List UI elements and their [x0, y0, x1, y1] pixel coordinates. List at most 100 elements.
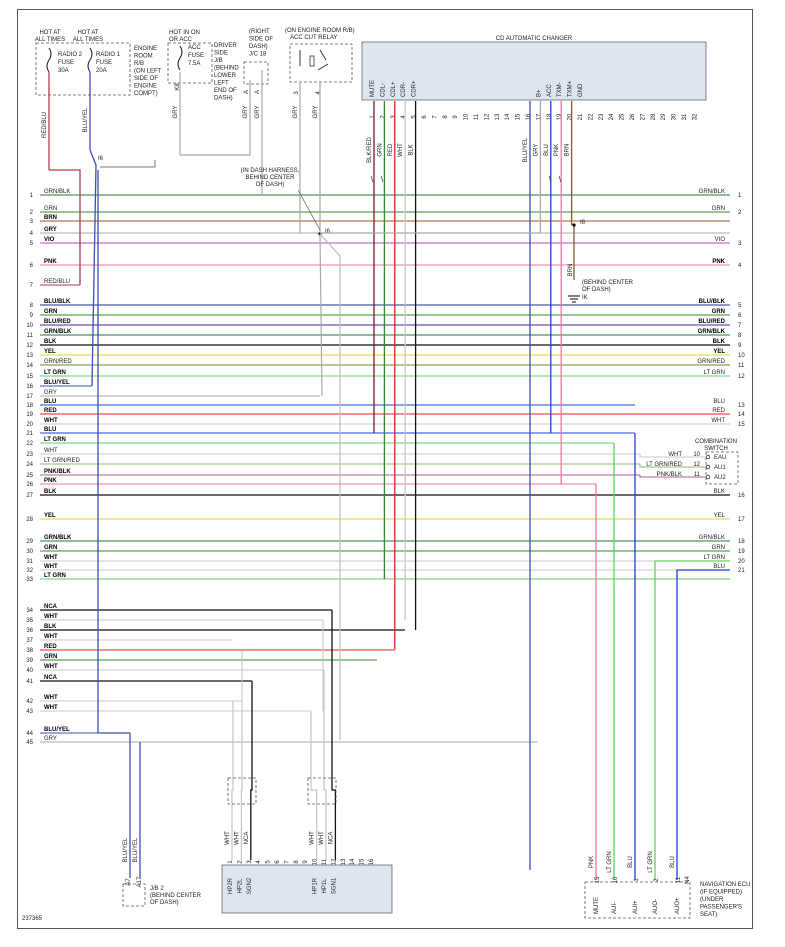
left-circuit-number: 22 [26, 441, 33, 447]
top-wire-label: GRY [255, 106, 261, 119]
relay-note: (ON ENGINE ROOM R/B) [285, 28, 355, 34]
cd-wire-label: GRN [377, 143, 383, 156]
driver-jb-note: DASH) [214, 96, 233, 102]
cd-wire-label: BLU [544, 144, 550, 156]
pin-label: 3 [294, 91, 300, 95]
right-circuit-number: 3 [738, 241, 742, 247]
left-wire-color-label: GRN [44, 206, 57, 212]
left-circuit-number: 15 [26, 374, 33, 380]
cd-pin-number: 24 [609, 113, 615, 120]
hp-pin-number: 12 [331, 858, 337, 865]
cd-pin-label: GND [578, 83, 584, 97]
right-wire-color-label: GRN/BLK [698, 329, 726, 335]
right-wire-color-label: GRN [712, 206, 725, 212]
document-id: 237365 [22, 916, 43, 922]
dash-harness-note: BEHIND CENTER [245, 175, 295, 181]
combo-wht [639, 454, 706, 458]
radio2-hot-label: ALL TIMES [35, 37, 65, 43]
cd-pin-number: 27 [640, 113, 646, 120]
cd-pin-number: 26 [630, 113, 636, 120]
engine-room-note: ROOM [134, 54, 153, 60]
note-leader [297, 189, 321, 231]
right-wire-color-label: YEL [713, 349, 725, 355]
left-circuit-number: 33 [26, 577, 33, 583]
left-wire-color-label: GRN/BLK [44, 329, 72, 335]
hp-pin-number: 4 [256, 860, 262, 864]
acc-fuse-label: 7.5A [188, 61, 200, 67]
left-circuit-number: 19 [26, 412, 33, 418]
nav-pin-number: 1 [634, 878, 640, 882]
cd-wire-label: WHT [398, 143, 404, 157]
left-wire-color-label: PNK [44, 478, 57, 484]
hp-pin-number: 7 [284, 860, 290, 864]
jb2-label: OF DASH) [150, 900, 179, 906]
driver-jb-box [167, 42, 213, 84]
left-circuit-number: 20 [26, 422, 33, 428]
right-wire-color-label: GRN/BLK [699, 189, 725, 195]
jb2-wire-label: BLU/YEL [133, 837, 139, 862]
cd-pin-number: 9 [453, 115, 459, 119]
relay-name: ACC CUT RELAY [290, 35, 337, 41]
left-circuit-number: 5 [30, 241, 34, 247]
right-circuit-number: 10 [738, 353, 745, 359]
left-wire-color-label: BLK [44, 624, 57, 630]
cd-pin-label: CDR+ [412, 80, 418, 97]
left-wire-color-label: NCA [44, 675, 58, 681]
i6-label: I6 [580, 220, 586, 226]
left-circuit-number: 14 [26, 363, 33, 369]
radio2-fuse-label: FUSE [58, 60, 74, 66]
hp-wire-label: WHT [225, 831, 231, 845]
acc-hot-label: HOT IN ON [169, 30, 200, 36]
nav-pin-number: N4 [685, 876, 691, 884]
right-wire-color-label: PNK [712, 259, 725, 265]
right-wire-color-label: BLU [713, 564, 725, 570]
combo-switch-box [705, 451, 739, 485]
headphone-wire [323, 670, 327, 860]
relay-coil-icon [309, 55, 315, 67]
nav-pin-label: MUTE [594, 897, 600, 914]
left-wire-color-label: BLU/RED [44, 319, 71, 325]
left-wire-color-label: BRN [44, 215, 57, 221]
left-wire-color-label: BLK [44, 489, 57, 495]
right-circuit-number: 9 [738, 343, 742, 349]
left-circuit-number: 3 [30, 219, 34, 225]
top-wire-label: GRY [243, 106, 249, 119]
top-wire-label: GRY [173, 106, 179, 119]
hp-pin-label: HP2R [228, 877, 234, 894]
left-circuit-number: 24 [26, 462, 33, 468]
left-circuit-number: 29 [26, 539, 33, 545]
right-circuit-number: 12 [738, 374, 745, 380]
right-circuit-number: 14 [738, 412, 745, 418]
left-circuit-number: 39 [26, 658, 33, 664]
radio1-fuse-label: 20A [96, 68, 107, 74]
cd-pin-number: 5 [412, 115, 418, 119]
shield-box-2 [227, 777, 257, 805]
cd-pin-number: 14 [505, 113, 511, 120]
combo-pin-label: 11 [694, 472, 701, 478]
right-circuit-number: 20 [738, 559, 745, 565]
right-circuit-number: 7 [738, 323, 742, 329]
hp-pin-number: 2 [237, 860, 243, 864]
left-circuit-number: 28 [26, 517, 33, 523]
fuse-symbol-icon [87, 47, 93, 73]
right-circuit-number: 16 [738, 493, 745, 499]
hp-pin-number: 15 [360, 858, 366, 865]
combo-wire-label: LT GRN/RED [646, 462, 682, 468]
cd-pin-number: 8 [443, 115, 449, 119]
jc18-note: DASH) [249, 44, 268, 50]
top-wire-label: RED/BLU [42, 112, 48, 138]
right-circuit-number: 18 [738, 539, 745, 545]
left-circuit-number: 4 [30, 231, 34, 237]
left-circuit-number: 2 [30, 210, 34, 216]
jb2-wire-label: BLU/YEL [123, 837, 129, 862]
i6-label: I6 [325, 229, 331, 235]
pin-label: K8 [175, 83, 181, 91]
right-wire-color-label: LT GRN [704, 370, 725, 376]
cd-pin-number: 11 [474, 113, 480, 120]
left-circuit-number: 8 [30, 303, 34, 309]
left-wire-color-label: WHT [44, 695, 58, 701]
radio1-hot-label: ALL TIMES [73, 37, 103, 43]
left-circuit-number: 30 [26, 549, 33, 555]
left-circuit-number: 13 [26, 353, 33, 359]
